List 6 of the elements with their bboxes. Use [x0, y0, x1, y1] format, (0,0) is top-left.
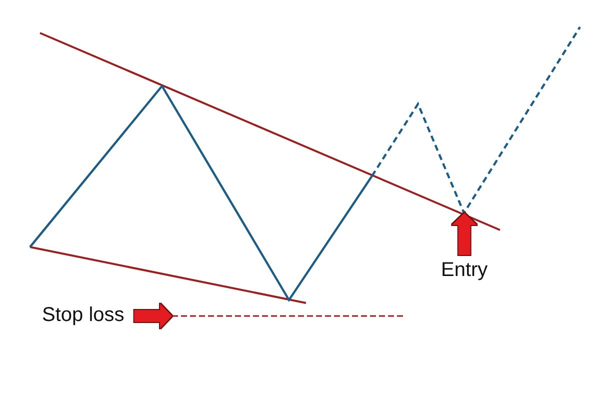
annotation-label: Stop loss	[42, 305, 134, 325]
projected-price-line	[371, 26, 581, 216]
block-arrow	[134, 304, 172, 328]
annotation-label: Entry	[441, 255, 488, 280]
stop-loss-line	[172, 315, 405, 317]
block-arrow	[452, 213, 477, 255]
